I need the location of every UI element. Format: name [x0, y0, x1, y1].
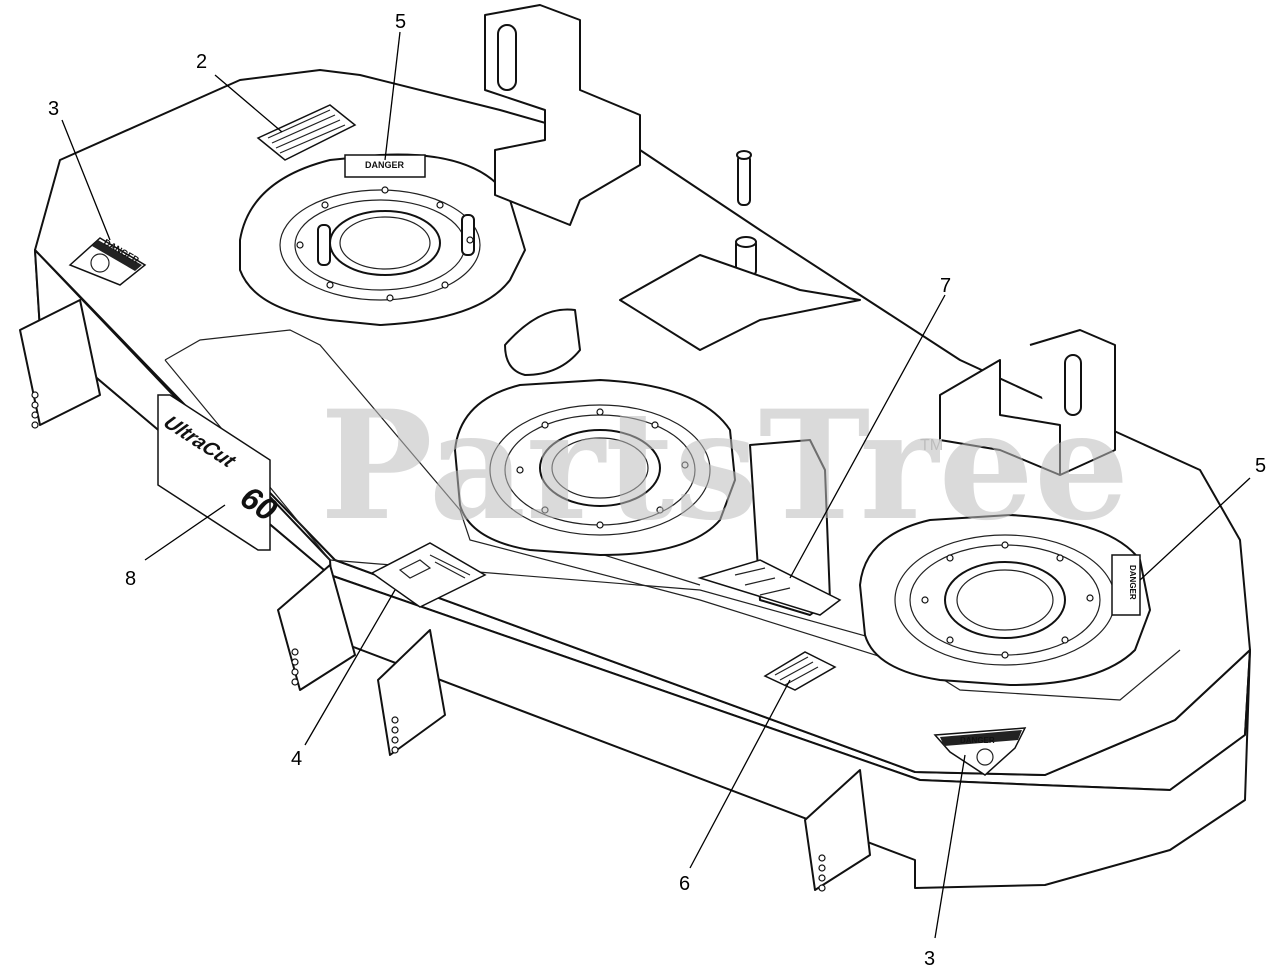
callout-3-bottom: 3 [924, 948, 935, 970]
spindle-right [859, 514, 1151, 686]
decal-3-bottom-text: DANGER [960, 736, 995, 745]
leader-lines [61, 31, 1251, 939]
watermark: PartsTree [320, 378, 1129, 554]
callout-4: 4 [291, 748, 302, 770]
callout-5-top: 5 [395, 11, 406, 33]
spindle-left [239, 153, 526, 326]
deck-side-face [34, 249, 1251, 889]
decal-3-danger-bottom: DANGER [933, 727, 1027, 776]
callout-6: 6 [679, 873, 690, 895]
decal-5-right-text: DANGER [1128, 565, 1137, 600]
decal-4-warning-plate [370, 542, 487, 608]
callout-2: 2 [196, 51, 207, 73]
decal-6-info-plate [763, 651, 837, 691]
decal-5-danger-right: DANGER [1111, 554, 1141, 616]
spindle-center [454, 379, 736, 556]
gauge-bracket-left-top [19, 299, 101, 429]
callout-5-right: 5 [1255, 455, 1266, 477]
decal-5-top-text: DANGER [365, 160, 405, 170]
decal-2-warning-plate [256, 104, 357, 161]
callout-numbers: 2 3 5 7 5 8 4 6 3 [48, 11, 1266, 970]
right-bracket [939, 329, 1116, 476]
callout-3-left: 3 [48, 98, 59, 120]
callout-8: 8 [125, 568, 136, 590]
decal-7-height-plate [697, 559, 842, 616]
gauge-bracket-right [804, 769, 871, 892]
watermark-trademark: TM [920, 437, 943, 454]
callout-7: 7 [940, 275, 951, 297]
decal-8-branding: UltraCut 60 [157, 394, 284, 551]
upper-bracket [484, 4, 757, 276]
gauge-bracket-left-mid [277, 564, 356, 691]
gauge-bracket-center [377, 629, 446, 756]
